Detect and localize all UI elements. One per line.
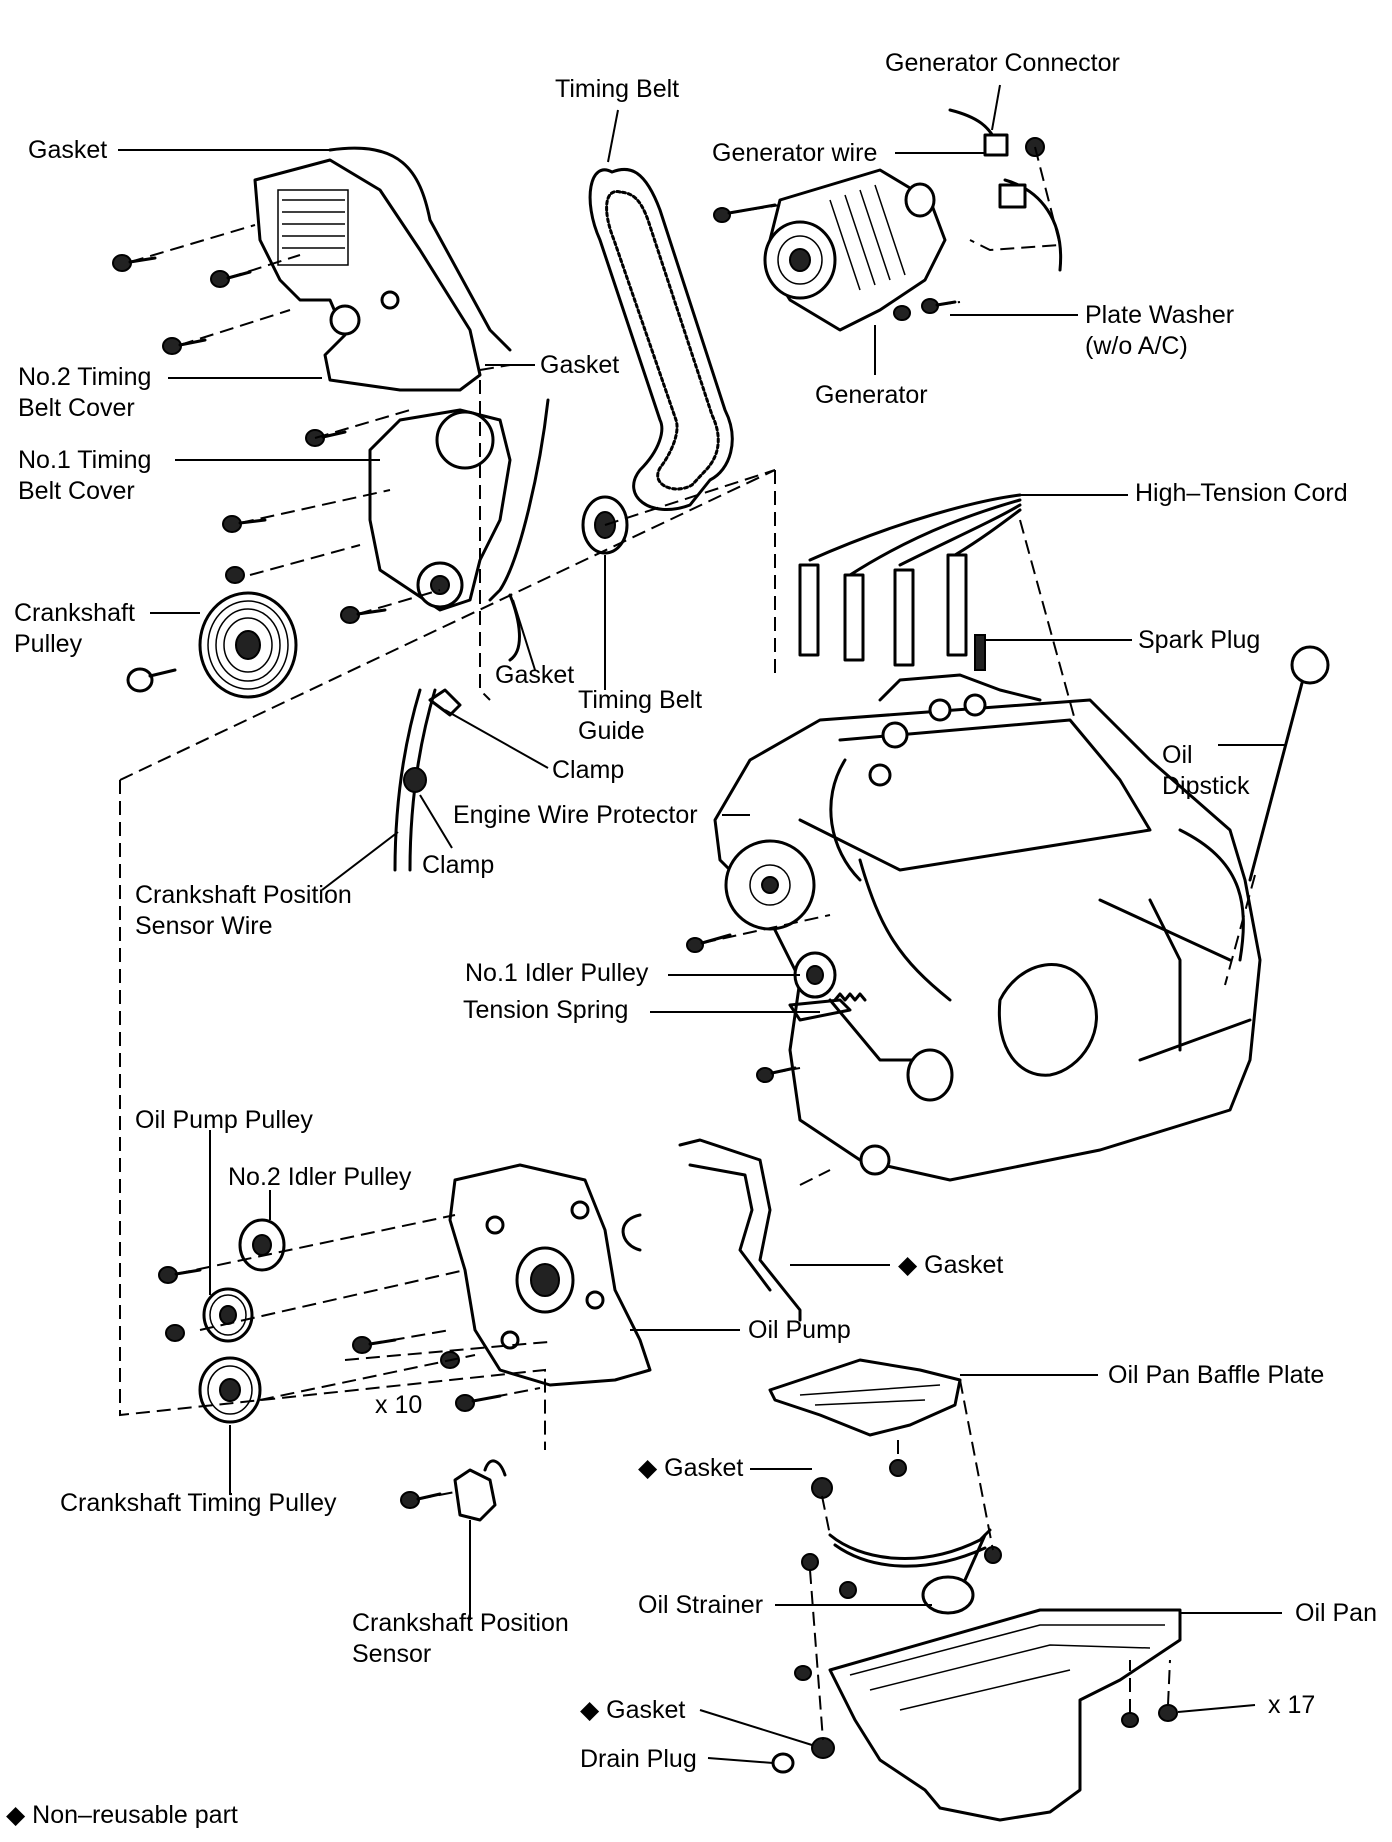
leader-lines — [118, 84, 1285, 1764]
label-gasket-mid: Gasket — [540, 351, 620, 379]
label-crankshaft-position-sensor-wire: Crankshaft Position Sensor Wire — [135, 881, 352, 940]
label-high-tension-cord: High–Tension Cord — [1135, 479, 1348, 507]
label-gasket-lower: Gasket — [495, 661, 575, 689]
label-crankshaft-pulley: Crankshaft Pulley — [14, 599, 135, 658]
crankshaft-pulley-drawing — [126, 591, 298, 699]
generator-drawing — [713, 108, 1063, 332]
oil-dipstick-drawing — [1248, 645, 1330, 882]
label-no1-timing-belt-cover: No.1 Timing Belt Cover — [18, 446, 152, 505]
sensor-wire-drawing — [393, 688, 462, 872]
label-no2-timing-belt-cover: No.2 Timing Belt Cover — [18, 363, 152, 422]
high-tension-cord-drawing — [798, 493, 1022, 671]
label-oil-dipstick: Oil Dipstick — [1162, 741, 1250, 800]
label-engine-wire-protector: Engine Wire Protector — [453, 801, 698, 829]
label-gasket-oil-pump: ◆ Gasket — [898, 1251, 1004, 1279]
label-x17: x 17 — [1268, 1691, 1316, 1719]
label-no1-idler-pulley: No.1 Idler Pulley — [465, 959, 649, 987]
no1-timing-belt-cover-drawing — [368, 398, 550, 662]
engine-block-drawing — [713, 673, 1262, 1182]
lower-pulleys-drawing — [158, 1218, 502, 1424]
no2-timing-belt-cover-drawing — [253, 146, 512, 392]
oil-pan-drawing — [771, 1608, 1182, 1822]
label-no2-idler-pulley: No.2 Idler Pulley — [228, 1163, 412, 1191]
label-generator-connector: Generator Connector — [885, 49, 1120, 77]
label-crankshaft-timing-pulley: Crankshaft Timing Pulley — [60, 1489, 337, 1517]
label-generator-wire: Generator wire — [712, 139, 878, 167]
label-drain-plug: Drain Plug — [580, 1745, 697, 1773]
label-oil-pan-baffle-plate: Oil Pan Baffle Plate — [1108, 1361, 1325, 1389]
label-oil-strainer: Oil Strainer — [638, 1591, 764, 1619]
no1-idler-pulley-drawing — [686, 933, 954, 1102]
alignment-dashed-lines — [119, 146, 1256, 1741]
label-crankshaft-position-sensor: Crankshaft Position Sensor — [352, 1609, 569, 1668]
label-plate-washer: Plate Washer (w/o A/C) — [1085, 301, 1235, 360]
oil-pan-baffle-plate-drawing — [768, 1358, 962, 1477]
label-spark-plug: Spark Plug — [1138, 626, 1261, 654]
label-tension-spring: Tension Spring — [463, 996, 629, 1024]
timing-belt-drawing — [588, 167, 734, 511]
oil-strainer-drawing — [801, 1477, 1002, 1615]
label-oil-pump-pulley: Oil Pump Pulley — [135, 1106, 313, 1134]
oil-pump-drawing — [448, 1138, 802, 1387]
label-gasket-top: Gasket — [28, 136, 108, 164]
label-clamp-lower: Clamp — [422, 851, 495, 879]
label-timing-belt-guide: Timing Belt Guide — [578, 686, 703, 745]
label-timing-belt: Timing Belt — [555, 75, 680, 103]
label-generator: Generator — [815, 381, 928, 409]
label-clamp-upper: Clamp — [552, 756, 625, 784]
crankshaft-position-sensor-drawing — [400, 1459, 507, 1522]
cover-bolts — [112, 254, 387, 624]
legend-non-reusable-part: ◆ Non–reusable part — [6, 1801, 238, 1829]
label-x10: x 10 — [375, 1391, 423, 1419]
label-oil-pan: Oil Pan — [1295, 1599, 1377, 1627]
label-gasket-strainer: ◆ Gasket — [638, 1454, 744, 1482]
label-oil-pump: Oil Pump — [748, 1316, 851, 1344]
label-gasket-drain: ◆ Gasket — [580, 1696, 686, 1724]
